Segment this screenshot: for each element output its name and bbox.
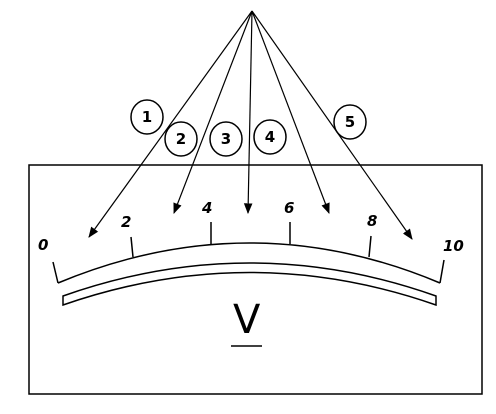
pointer-arrow-1 bbox=[88, 10, 253, 238]
pointer-arrow-4 bbox=[251, 10, 330, 215]
tick-label-4: 4 bbox=[201, 199, 212, 217]
callout-3: 3 bbox=[209, 121, 243, 157]
tick-label-2: 2 bbox=[121, 213, 131, 231]
scale-end-tick-right bbox=[439, 259, 445, 284]
svg-text:1: 1 bbox=[142, 108, 152, 126]
scale-end-tick-left bbox=[52, 261, 59, 284]
svg-text:4: 4 bbox=[265, 128, 275, 146]
callout-5: 5 bbox=[333, 104, 367, 140]
pointer-arrow-5 bbox=[251, 10, 413, 240]
scale-tick-8 bbox=[368, 235, 372, 258]
svg-text:5: 5 bbox=[345, 113, 355, 131]
scale-arc-upper bbox=[57, 242, 441, 284]
unit-symbol: V bbox=[233, 297, 261, 343]
tick-label-0: 0 bbox=[38, 236, 48, 254]
scale-tick-2 bbox=[130, 236, 134, 258]
meter-frame bbox=[28, 164, 483, 395]
callout-2: 2 bbox=[164, 121, 198, 157]
scale-band bbox=[62, 262, 437, 307]
svg-text:2: 2 bbox=[176, 130, 186, 148]
svg-text:3: 3 bbox=[221, 130, 231, 148]
pointer-arrow-3 bbox=[243, 10, 253, 215]
pointer-arrow-2 bbox=[173, 10, 253, 215]
tick-label-8: 8 bbox=[367, 212, 377, 230]
callout-1: 1 bbox=[130, 99, 164, 135]
callout-4: 4 bbox=[253, 119, 287, 155]
tick-label-6: 6 bbox=[284, 199, 294, 217]
tick-label-10: 10 bbox=[443, 237, 464, 255]
